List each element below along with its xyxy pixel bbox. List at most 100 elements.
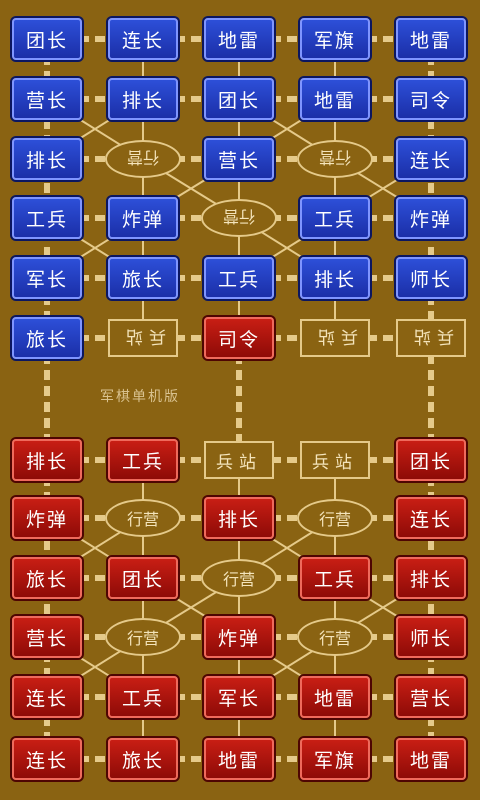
piece-label: 团长 [409,450,452,473]
piece-label: 地雷 [217,749,260,772]
red-piece[interactable]: 军旗 [300,738,370,780]
blue-piece[interactable]: 炸弹 [108,197,178,239]
red-piece[interactable]: 工兵 [300,557,370,599]
red-piece[interactable]: 旅长 [12,557,82,599]
top-camp[interactable]: 行营 [201,199,277,237]
piece-label: 炸弹 [25,508,68,531]
station-label: 兵站 [120,325,166,346]
blue-piece[interactable]: 排长 [300,257,370,299]
piece-label: 团长 [121,568,164,591]
piece-label: 工兵 [313,568,356,591]
top-station[interactable]: 兵站 [108,319,178,357]
red-piece[interactable]: 炸弹 [12,497,82,539]
bottom-camp[interactable]: 行营 [105,618,181,656]
bottom-camp[interactable]: 行营 [297,618,373,656]
blue-piece[interactable]: 营长 [12,78,82,120]
station-label: 兵站 [216,452,262,473]
red-commander-piece[interactable]: 司令 [204,317,274,359]
blue-piece[interactable]: 地雷 [300,78,370,120]
piece-label: 营长 [25,627,68,650]
piece-label: 排长 [409,568,452,591]
blue-piece[interactable]: 排长 [108,78,178,120]
blue-piece[interactable]: 军长 [12,257,82,299]
blue-piece[interactable]: 司令 [396,78,466,120]
red-piece[interactable]: 地雷 [204,738,274,780]
piece-label: 工兵 [121,450,164,473]
blue-piece[interactable]: 营长 [204,138,274,180]
piece-label: 旅长 [25,568,68,591]
piece-label: 地雷 [409,749,452,772]
blue-piece[interactable]: 工兵 [204,257,274,299]
station-label: 兵站 [312,325,358,346]
red-piece[interactable]: 排长 [396,557,466,599]
red-piece[interactable]: 地雷 [396,738,466,780]
top-station[interactable]: 兵站 [396,319,466,357]
piece-label: 旅长 [25,328,68,351]
piece-label: 连长 [25,687,68,710]
red-piece[interactable]: 连长 [12,738,82,780]
piece-label: 司令 [217,328,260,351]
piece-label: 旅长 [121,749,164,772]
piece-label: 排长 [25,450,68,473]
piece-label: 军长 [217,687,260,710]
bottom-camp[interactable]: 行营 [105,499,181,537]
red-piece[interactable]: 连长 [396,497,466,539]
blue-piece[interactable]: 排长 [12,138,82,180]
red-piece[interactable]: 营长 [396,676,466,718]
top-camp[interactable]: 行营 [105,140,181,178]
blue-piece[interactable]: 师长 [396,257,466,299]
blue-piece[interactable]: 连长 [108,18,178,60]
red-piece[interactable]: 师长 [396,616,466,658]
blue-piece[interactable]: 地雷 [396,18,466,60]
red-piece[interactable]: 团长 [108,557,178,599]
camp-label: 行营 [126,510,159,529]
piece-label: 军旗 [313,749,356,772]
bottom-station[interactable]: 兵站 [204,441,274,479]
blue-piece[interactable]: 工兵 [300,197,370,239]
piece-label: 工兵 [25,208,68,231]
piece-label: 营长 [409,687,452,710]
red-piece[interactable]: 团长 [396,439,466,481]
piece-label: 工兵 [121,687,164,710]
bottom-camp[interactable]: 行营 [297,499,373,537]
piece-label: 炸弹 [217,627,260,650]
piece-label: 军旗 [313,29,356,52]
piece-label: 炸弹 [409,208,452,231]
red-piece[interactable]: 旅长 [108,738,178,780]
red-piece[interactable]: 工兵 [108,439,178,481]
piece-label: 连长 [409,508,452,531]
red-piece[interactable]: 地雷 [300,676,370,718]
blue-piece[interactable]: 连长 [396,138,466,180]
red-piece[interactable]: 工兵 [108,676,178,718]
piece-label: 师长 [409,268,452,291]
red-piece[interactable]: 炸弹 [204,616,274,658]
camp-label: 行营 [222,207,255,226]
board-caption: 军棋单机版 [100,389,180,405]
blue-piece[interactable]: 旅长 [12,317,82,359]
blue-piece[interactable]: 旅长 [108,257,178,299]
top-station[interactable]: 兵站 [300,319,370,357]
red-piece[interactable]: 排长 [204,497,274,539]
piece-label: 连长 [25,749,68,772]
piece-label: 排长 [121,89,164,112]
blue-piece[interactable]: 团长 [12,18,82,60]
piece-label: 连长 [121,29,164,52]
red-piece[interactable]: 营长 [12,616,82,658]
blue-piece[interactable]: 军旗 [300,18,370,60]
blue-piece[interactable]: 地雷 [204,18,274,60]
bottom-station[interactable]: 兵站 [300,441,370,479]
bottom-camp[interactable]: 行营 [201,559,277,597]
top-camp[interactable]: 行营 [297,140,373,178]
red-piece[interactable]: 连长 [12,676,82,718]
red-piece[interactable]: 排长 [12,439,82,481]
blue-piece[interactable]: 工兵 [12,197,82,239]
camp-label: 行营 [318,510,351,529]
blue-piece[interactable]: 炸弹 [396,197,466,239]
camp-label: 行营 [318,148,351,167]
station-label: 兵站 [312,452,358,473]
blue-piece[interactable]: 团长 [204,78,274,120]
piece-label: 旅长 [121,268,164,291]
red-piece[interactable]: 军长 [204,676,274,718]
piece-label: 师长 [409,627,452,650]
piece-label: 团长 [25,29,68,52]
